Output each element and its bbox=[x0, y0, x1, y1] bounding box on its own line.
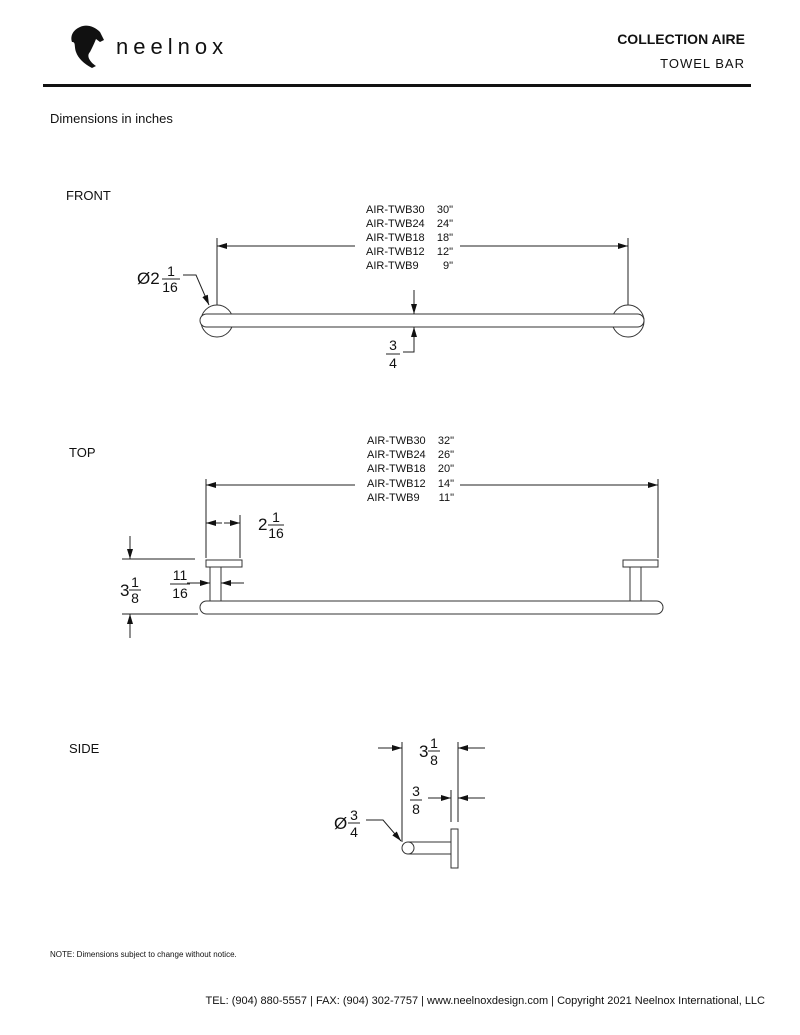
fraction-num: 11 bbox=[173, 567, 188, 583]
model: AIR-TWB18 bbox=[366, 232, 425, 244]
logo: neelnox bbox=[71, 25, 228, 69]
front-model-list: AIR-TWB30 30" AIR-TWB24 24" AIR-TWB18 18… bbox=[366, 204, 453, 272]
model: AIR-TWB30 bbox=[366, 204, 425, 216]
length: 26" bbox=[438, 449, 454, 461]
front-view-label: FRONT bbox=[66, 188, 111, 203]
fraction-num: 1 bbox=[167, 263, 175, 279]
model: AIR-TWB9 bbox=[367, 492, 420, 504]
length: 14" bbox=[438, 478, 454, 490]
model: AIR-TWB9 bbox=[366, 260, 419, 272]
left-post bbox=[209, 566, 222, 606]
fraction-num: 3 bbox=[389, 337, 397, 353]
model: AIR-TWB12 bbox=[366, 246, 425, 258]
model: AIR-TWB24 bbox=[367, 449, 426, 461]
fraction-num: 1 bbox=[430, 735, 438, 751]
length: 32" bbox=[438, 435, 454, 447]
right-post bbox=[629, 566, 642, 606]
model: AIR-TWB30 bbox=[367, 435, 426, 447]
fraction-den: 8 bbox=[412, 801, 420, 817]
length: 11" bbox=[439, 492, 454, 504]
units-note: Dimensions in inches bbox=[50, 111, 173, 126]
length: 12" bbox=[437, 246, 453, 258]
fraction-num: 1 bbox=[272, 509, 280, 525]
footer-contact: TEL: (904) 880-5557 | FAX: (904) 302-775… bbox=[205, 995, 765, 1007]
diameter-symbol: Ø bbox=[334, 814, 347, 833]
front-drawing: Ø2 1 16 3 4 bbox=[137, 238, 645, 371]
fraction-num: 3 bbox=[350, 807, 358, 823]
towel-bar bbox=[199, 600, 664, 615]
top-view-label: TOP bbox=[69, 445, 96, 460]
collection-title: COLLECTION AIRE bbox=[617, 31, 745, 47]
bar-section bbox=[401, 841, 415, 855]
length: 24" bbox=[437, 218, 453, 230]
model: AIR-TWB18 bbox=[367, 463, 426, 475]
fraction-den: 4 bbox=[389, 355, 397, 371]
top-model-list: AIR-TWB30 32" AIR-TWB24 26" AIR-TWB18 20… bbox=[367, 435, 454, 504]
towel-bar bbox=[199, 313, 645, 328]
header-divider bbox=[43, 84, 751, 87]
fraction-den: 16 bbox=[162, 279, 178, 295]
disclaimer-note: NOTE: Dimensions subject to change witho… bbox=[50, 950, 237, 959]
model: AIR-TWB12 bbox=[367, 478, 426, 490]
fraction-den: 16 bbox=[268, 525, 284, 541]
right-flange bbox=[622, 559, 659, 568]
fraction-num: 3 bbox=[412, 783, 420, 799]
fraction-whole: 2 bbox=[258, 515, 267, 534]
length: 18" bbox=[437, 232, 453, 244]
length: 30" bbox=[437, 204, 453, 216]
top-drawing: 2 1 16 3 1 8 11 16 bbox=[120, 479, 664, 638]
length: 20" bbox=[438, 463, 454, 475]
horse-head-icon bbox=[71, 25, 104, 69]
model: AIR-TWB24 bbox=[366, 218, 425, 230]
fraction-den: 8 bbox=[430, 752, 438, 768]
fraction-num: 1 bbox=[131, 574, 139, 590]
product-title: TOWEL BAR bbox=[660, 56, 745, 71]
fraction-den: 4 bbox=[350, 824, 358, 840]
left-flange bbox=[205, 559, 243, 568]
flange-diameter-prefix: Ø2 bbox=[137, 269, 160, 288]
brand-name: neelnox bbox=[116, 34, 228, 59]
side-drawing: 3 1 8 3 8 Ø 3 4 bbox=[334, 735, 485, 869]
length: 9" bbox=[443, 260, 453, 272]
fraction-den: 16 bbox=[172, 585, 188, 601]
side-view-label: SIDE bbox=[69, 741, 100, 756]
fraction-den: 8 bbox=[131, 590, 139, 606]
fraction-whole: 3 bbox=[120, 581, 129, 600]
flange bbox=[450, 828, 459, 869]
fraction-whole: 3 bbox=[419, 742, 428, 761]
